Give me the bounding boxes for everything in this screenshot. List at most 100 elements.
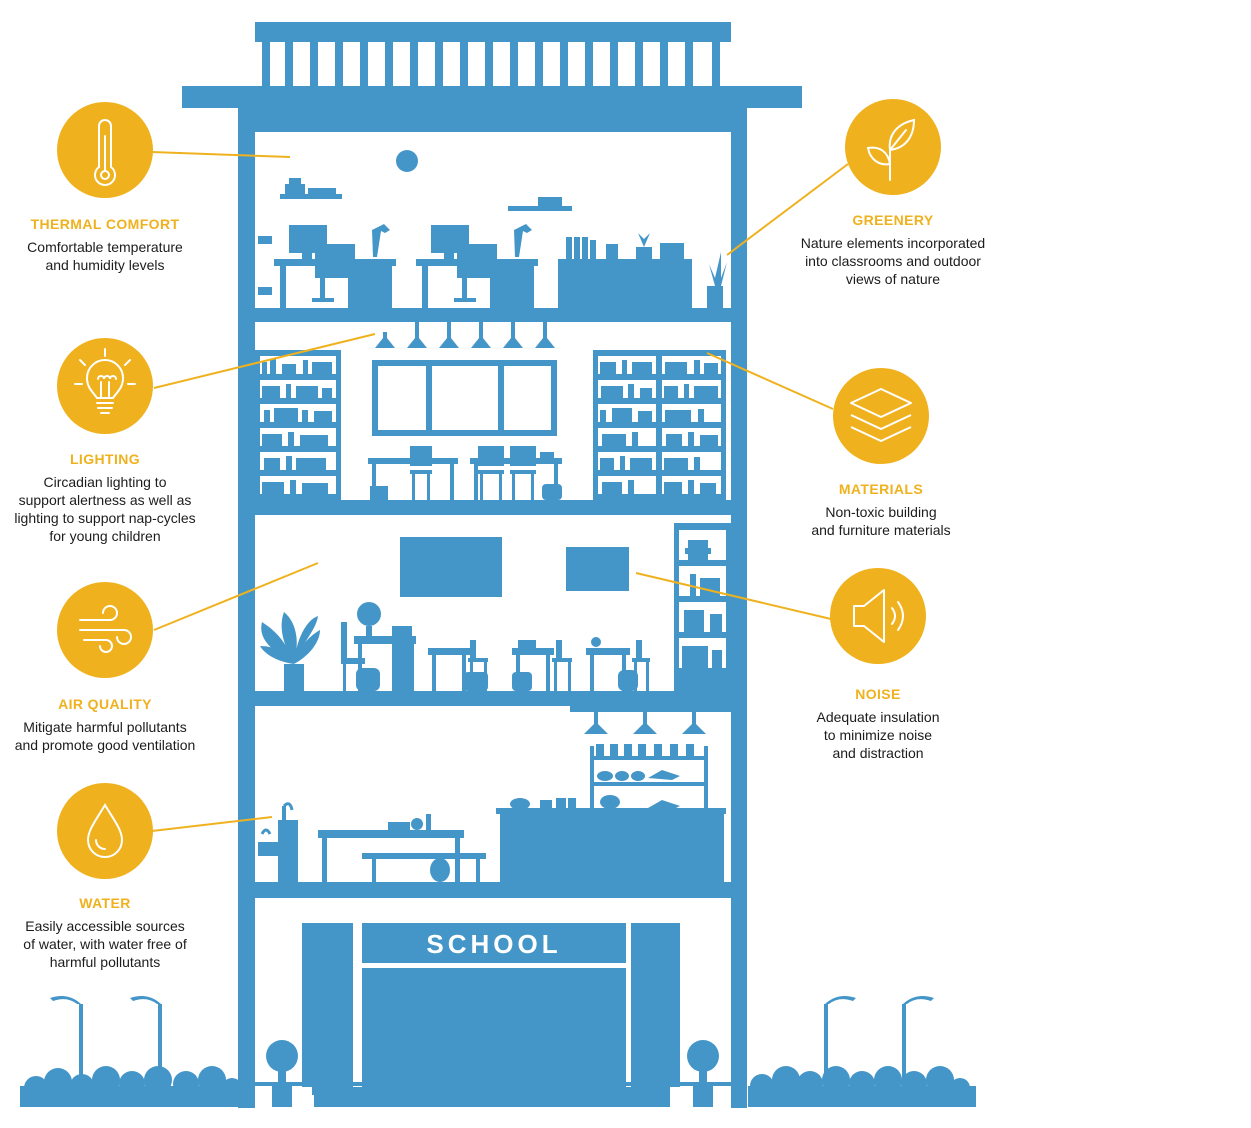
desc-line: Circadian lighting to <box>43 474 167 490</box>
classroom-plant <box>260 612 320 691</box>
desc-line: Non-toxic building <box>825 504 937 520</box>
thermometer-icon <box>94 119 116 186</box>
desc-line: and distraction <box>832 745 924 761</box>
layers-icon <box>850 388 912 442</box>
lightbulb-icon <box>74 348 136 414</box>
entrance-pillar-right <box>631 923 680 1087</box>
right-wall <box>731 108 747 1108</box>
desc-line: and humidity levels <box>45 257 165 273</box>
water-fountain <box>258 802 298 882</box>
kitchen-counter <box>500 812 724 882</box>
feature-title: LIGHTING <box>69 451 141 467</box>
desc-line: lighting to support nap-cycles <box>14 510 196 526</box>
floor-slab-3 <box>238 691 747 706</box>
tall-bookcase <box>674 523 731 691</box>
potted-plant <box>707 252 727 308</box>
globe <box>357 602 381 626</box>
street-lamps <box>50 996 934 1084</box>
desc-line: Mitigate harmful pollutants <box>23 719 187 735</box>
school-sign-board <box>362 923 626 963</box>
feature-description: Non-toxic building and furniture materia… <box>776 503 986 539</box>
roof-pergola-top <box>255 22 731 42</box>
roof-slab-lower <box>238 108 746 132</box>
water-badge <box>57 783 153 879</box>
desc-line: Easily accessible sources <box>25 918 185 934</box>
school-sign: SCHOOL <box>426 929 561 959</box>
feature-description: Nature elements incorporated into classr… <box>778 234 1008 288</box>
desc-line: views of nature <box>845 271 941 287</box>
dining-table <box>318 830 464 838</box>
speaker-icon <box>853 589 904 643</box>
topiary-tree <box>687 1040 719 1072</box>
feature-title: NOISE <box>855 686 901 702</box>
thermal-comfort-badge <box>57 102 153 198</box>
feature-thermal-comfort: THERMAL COMFORT Comfortable temperature … <box>0 216 210 274</box>
dining-bench <box>362 853 486 859</box>
desc-line: to minimize noise <box>823 727 933 743</box>
entrance-doors <box>362 968 626 1087</box>
feature-title: AIR QUALITY <box>58 696 152 712</box>
feature-description: Mitigate harmful pollutants and promote … <box>0 718 210 754</box>
classroom-board <box>400 537 502 597</box>
desc-line: Comfortable temperature <box>27 239 183 255</box>
classroom-poster <box>566 547 629 591</box>
desc-line: and promote good ventilation <box>14 737 196 753</box>
feature-description: Comfortable temperature and humidity lev… <box>0 238 210 274</box>
books <box>262 359 332 494</box>
feature-description: Adequate insulation to minimize noise an… <box>773 708 983 762</box>
roof-pergola-posts <box>262 42 720 86</box>
floor-slab-2 <box>238 500 747 515</box>
water-drop-icon <box>86 803 124 858</box>
noise-badge <box>830 568 926 664</box>
roof-slab <box>182 86 802 108</box>
feature-description: Circadian lighting to support alertness … <box>0 473 210 545</box>
leaf-icon <box>866 118 916 181</box>
desc-line: Nature elements incorporated <box>800 235 986 251</box>
feature-title: MATERIALS <box>838 481 924 497</box>
feature-noise: NOISE Adequate insulation to minimize no… <box>773 686 983 762</box>
feature-greenery: GREENERY Nature elements incorporated in… <box>778 212 1008 288</box>
bookcase-right <box>593 350 726 500</box>
feature-description: Easily accessible sources of water, with… <box>0 917 210 971</box>
feature-title: WATER <box>79 895 131 911</box>
storage-cabinet <box>558 259 692 308</box>
whiteboard <box>372 360 557 436</box>
student-desk <box>512 648 554 655</box>
topiary-tree <box>266 1040 298 1072</box>
feature-title: GREENERY <box>852 212 934 228</box>
books <box>600 360 718 494</box>
air-quality-badge <box>57 582 153 678</box>
desc-line: support alertness as well as <box>18 492 192 508</box>
student-desk <box>586 648 630 655</box>
desc-line: of water, with water free of <box>23 936 187 952</box>
wall-shelf <box>280 194 342 199</box>
connector-lines <box>151 151 849 832</box>
bushes <box>20 1066 976 1107</box>
wall-shelf <box>508 206 572 211</box>
greenery-badge <box>845 99 941 195</box>
cafeteria-lamps <box>584 712 706 734</box>
floor-slab-4 <box>238 882 747 898</box>
entrance-pillar-left <box>302 923 353 1087</box>
student-desk <box>428 648 470 655</box>
wind-icon <box>79 605 132 653</box>
lighting-badge <box>57 338 153 434</box>
feature-water: WATER Easily accessible sources of water… <box>0 895 210 971</box>
materials-badge <box>833 368 929 464</box>
feature-materials: MATERIALS Non-toxic building and furnitu… <box>776 481 986 539</box>
wall-clock <box>396 150 418 172</box>
desc-line: for young children <box>49 528 161 544</box>
desc-line: into classrooms and outdoor <box>805 253 981 269</box>
entrance-steps <box>312 1087 670 1095</box>
kitchen-shelves <box>590 744 708 810</box>
desc-line: and furniture materials <box>811 522 951 538</box>
desc-line: Adequate insulation <box>816 709 940 725</box>
feature-title: THERMAL COMFORT <box>30 216 180 232</box>
feature-air-quality: AIR QUALITY Mitigate harmful pollutants … <box>0 696 210 754</box>
left-wall <box>238 108 255 1108</box>
pendant-lamps <box>375 322 555 348</box>
feature-lighting: LIGHTING Circadian lighting to support a… <box>0 451 210 545</box>
floor-slab-1 <box>238 308 747 322</box>
desc-line: harmful pollutants <box>49 954 161 970</box>
